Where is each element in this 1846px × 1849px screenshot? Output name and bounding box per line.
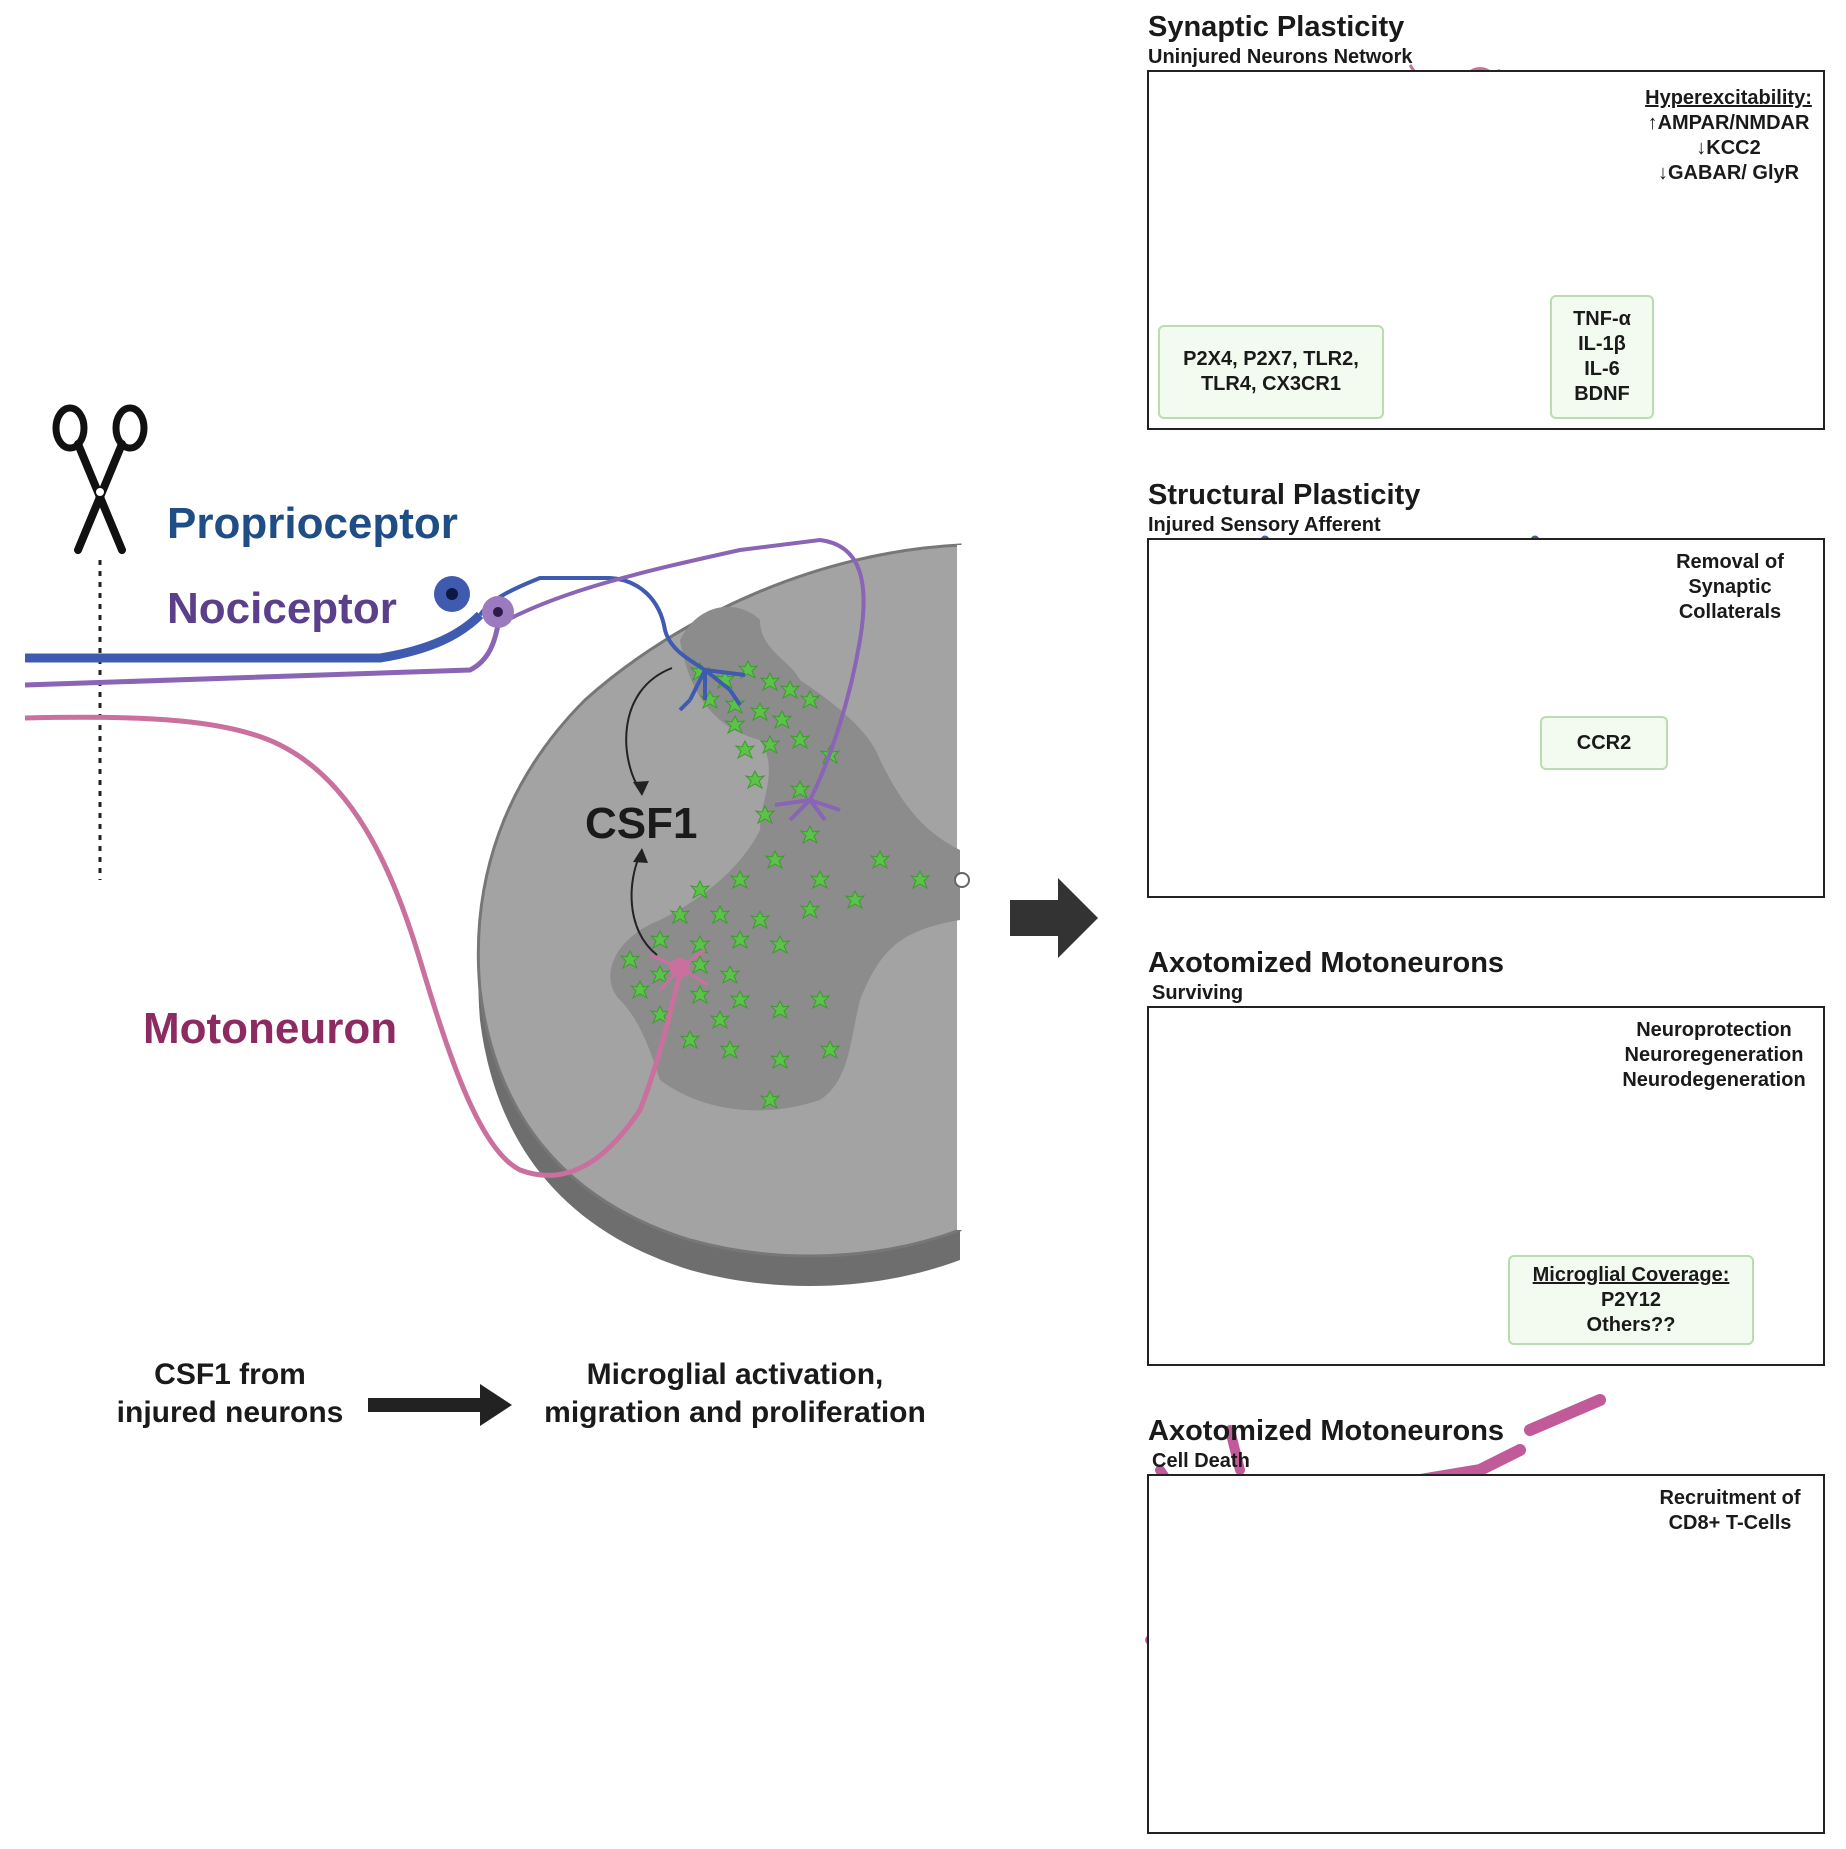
caption-left-line-1: CSF1 from	[154, 1358, 306, 1391]
panel-4-subtitle: Cell Death	[1152, 1450, 1250, 1472]
hyperexcitability-line-3: ↓GABAR/ GlyR	[1657, 162, 1800, 184]
coverage-box: Microglial Coverage: P2Y12 Others??	[1508, 1255, 1754, 1345]
removal-line-2: Synaptic	[1688, 576, 1772, 598]
caption-left-line-2: injured neurons	[116, 1395, 344, 1429]
hyperexcitability-text: Hyperexcitability: ↑AMPAR/NMDAR ↓KCC2 ↓G…	[1636, 86, 1821, 186]
receptor-box-1: P2X4, P2X7, TLR2, TLR4, CX3CR1	[1158, 325, 1384, 419]
hyperexcitability-line-1: ↑AMPAR/NMDAR	[1647, 112, 1810, 134]
ccr2-box: CCR2	[1540, 716, 1668, 770]
hyperexcitability-heading: Hyperexcitability:	[1645, 87, 1812, 109]
nociceptor-neuron	[24, 537, 866, 822]
neuro-text: Neuroprotection Neuroregeneration Neurod…	[1608, 1018, 1820, 1093]
factor-3: IL-6	[1584, 358, 1620, 380]
panel-2-title: Structural Plasticity	[1148, 479, 1421, 511]
proprioceptor-label: Proprioceptor	[167, 499, 458, 548]
proprioceptor-neuron	[25, 576, 746, 712]
arrow-right-icon	[368, 1384, 512, 1426]
csf1-label: CSF1	[585, 799, 698, 848]
panel-3-title: Axotomized Motoneurons	[1148, 947, 1505, 979]
recruitment-line-1: Recruitment of	[1659, 1487, 1801, 1509]
panel-3-subtitle: Surviving	[1152, 982, 1244, 1004]
panel-1-subtitle: Uninjured Neurons Network	[1148, 46, 1413, 68]
arrow-right-icon	[1010, 878, 1098, 958]
motoneuron-label: Motoneuron	[143, 1004, 398, 1053]
factor-2: IL-1β	[1578, 333, 1626, 355]
nociceptor-label: Nociceptor	[167, 584, 397, 633]
factor-1: TNF-α	[1573, 308, 1631, 330]
receptor-box-1-line-2: TLR4, CX3CR1	[1200, 373, 1341, 395]
hyperexcitability-line-2: ↓KCC2	[1696, 137, 1761, 159]
recruitment-text: Recruitment of CD8+ T-Cells	[1640, 1486, 1820, 1536]
receptor-box-1-line-1: P2X4, P2X7, TLR2,	[1183, 348, 1359, 370]
panel-4-title: Axotomized Motoneurons	[1148, 1415, 1505, 1447]
panel-1-title: Synaptic Plasticity	[1148, 11, 1405, 43]
factors-box: TNF-α IL-1β IL-6 BDNF	[1550, 295, 1654, 419]
coverage-heading: Microglial Coverage:	[1532, 1263, 1730, 1286]
removal-line-1: Removal of	[1676, 551, 1784, 573]
caption-right: Microglial activation, migration and pro…	[530, 1356, 940, 1431]
coverage-line-2: Others??	[1586, 1313, 1676, 1336]
recruitment-line-2: CD8+ T-Cells	[1668, 1512, 1792, 1534]
panel-2-subtitle: Injured Sensory Afferent	[1148, 514, 1381, 536]
neuro-line-3: Neurodegeneration	[1622, 1069, 1806, 1091]
caption-right-line-1: Microglial activation,	[586, 1358, 884, 1391]
ccr2-label: CCR2	[1576, 731, 1632, 754]
factor-4: BDNF	[1574, 383, 1630, 405]
scissors-icon	[52, 404, 148, 554]
removal-text: Removal of Synaptic Collaterals	[1640, 550, 1820, 625]
panel-4	[1147, 1474, 1825, 1834]
coverage-line-1: P2Y12	[1600, 1288, 1662, 1311]
removal-line-3: Collaterals	[1678, 601, 1782, 623]
panel-2	[1147, 538, 1825, 898]
caption-right-line-2: migration and proliferation	[544, 1395, 926, 1429]
motoneuron-neuron	[24, 714, 709, 1178]
neuro-line-2: Neuroregeneration	[1624, 1044, 1804, 1066]
caption-left: CSF1 from injured neurons	[110, 1356, 350, 1431]
neuro-line-1: Neuroprotection	[1636, 1019, 1792, 1041]
